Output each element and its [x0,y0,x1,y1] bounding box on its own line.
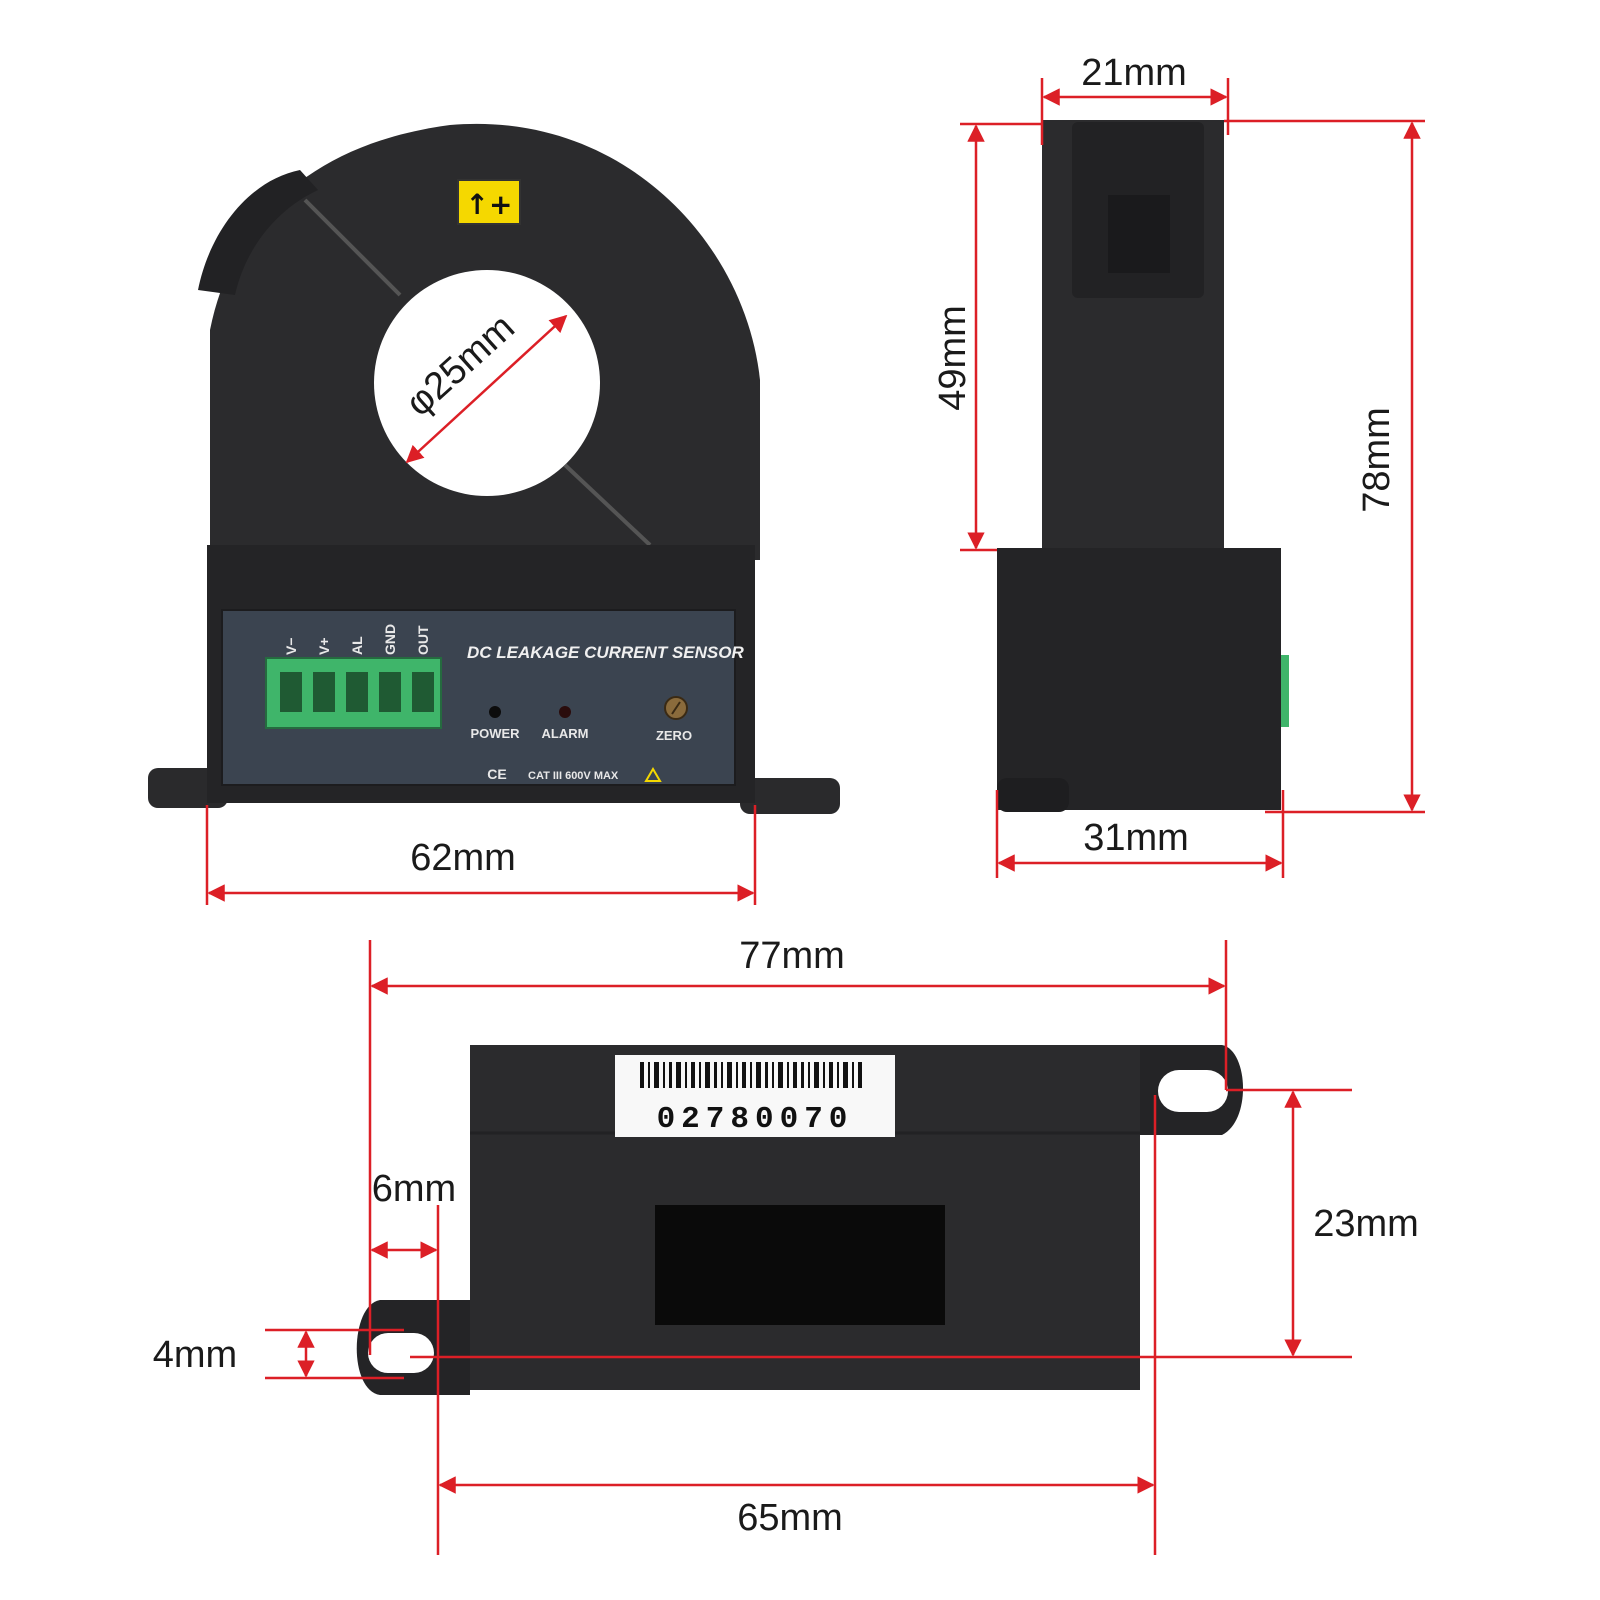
side-upper-height-label: 49mm [932,305,974,411]
split-line-upper [303,198,402,297]
front-right-foot [740,778,840,814]
hole-diameter-line [405,314,568,464]
power-led-icon [489,706,501,718]
terminal-label-v-plus: V+ [316,637,332,655]
alarm-led-icon [559,706,571,718]
bottom-hole-offset-label: 6mm [372,1168,456,1210]
rating-label: CAT III 600V MAX [528,770,619,782]
terminal-screws [280,672,434,712]
polarity-label-plate [457,179,521,225]
bottom-mounting-hole-left [368,1333,434,1373]
zero-label: ZERO [656,728,692,743]
side-terminal-edge[interactable] [1281,655,1289,727]
front-width-label: 62mm [410,837,516,879]
power-label: POWER [470,726,520,741]
warning-icon [644,767,662,782]
alarm-label: ALARM [542,726,589,741]
polarity-label: ↑+ [466,188,513,221]
terminal-label-gnd: GND [382,624,398,655]
side-lower-body [997,548,1281,810]
side-foot [997,778,1069,812]
side-top-width-label: 21mm [1081,52,1187,94]
bottom-overall-length-label: 77mm [739,935,845,977]
bottom-hole-size-label: 4mm [153,1334,237,1376]
side-base-width-label: 31mm [1083,817,1189,859]
clip-latch [198,170,318,295]
bottom-hole-spacing-label: 65mm [737,1497,843,1539]
dimension-lines [205,78,1425,1555]
side-total-height-label: 78mm [1356,407,1398,513]
bottom-mounting-hole-right [1158,1070,1228,1112]
terminal-label-al: AL [349,636,365,655]
barcode-icon [640,1062,862,1088]
product-title: DC LEAKAGE CURRENT SENSOR [467,643,744,662]
barcode-number: 02780070 [657,1102,854,1137]
bottom-window [655,1205,945,1325]
split-line-lower [563,463,652,547]
front-view: ↑+ V− V+ AL GND OUT DC LEAKAGE CURRENT S… [148,123,840,814]
side-view [997,120,1289,812]
side-clip-grip [1108,195,1170,273]
terminal-label-out: OUT [415,625,431,655]
bottom-view: 02780070 [356,1045,1244,1395]
bottom-hole-height-label: 23mm [1313,1203,1419,1245]
ce-mark: CE [487,766,506,782]
barcode-label [615,1055,895,1137]
terminal-label-v-minus: V− [283,637,299,655]
